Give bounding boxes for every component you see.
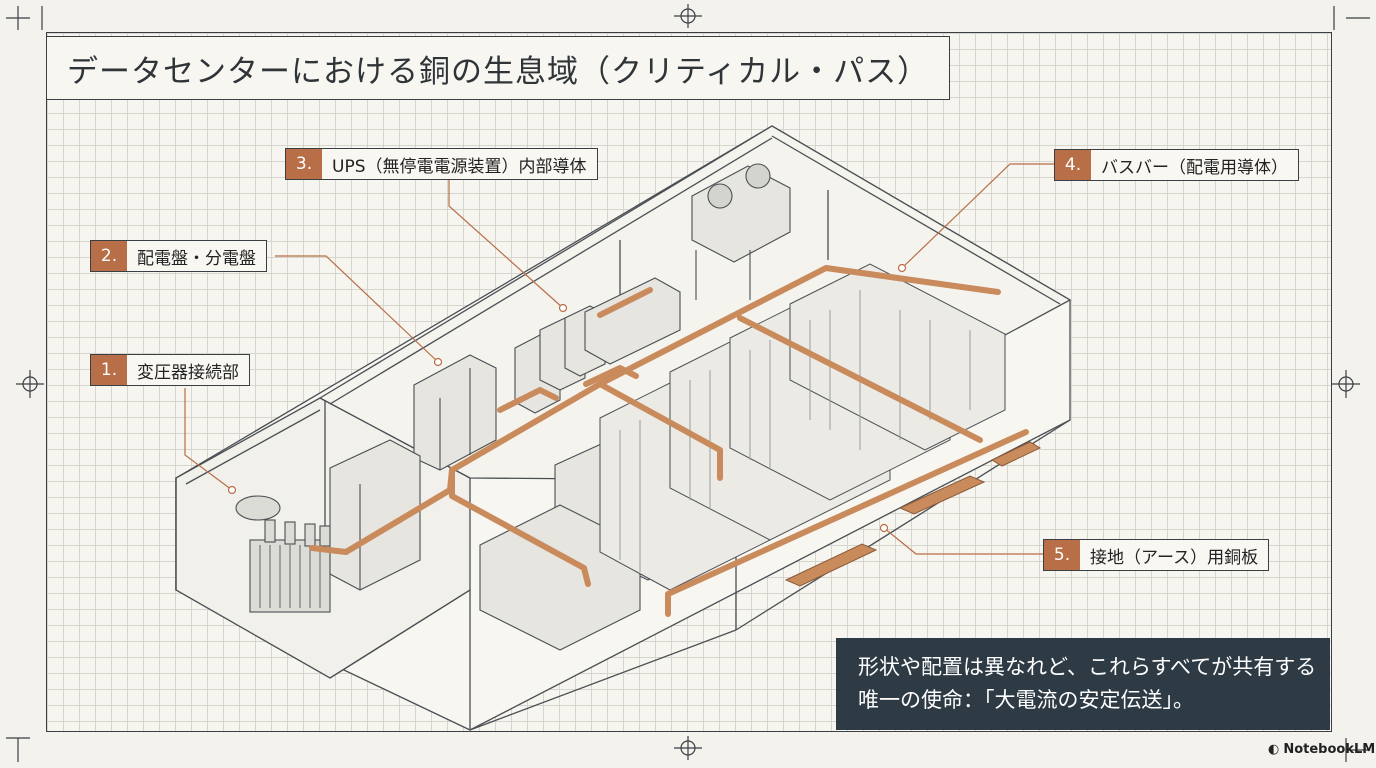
label-number: 1. <box>91 355 127 385</box>
label-number: 4. <box>1055 150 1091 180</box>
brand-watermark: ◐ NotebookLM <box>1268 742 1375 757</box>
leader-lines <box>184 163 1054 555</box>
server-racks <box>599 263 1006 591</box>
label-number: 2. <box>91 241 127 271</box>
label-text: バスバー（配電用導体） <box>1101 157 1288 178</box>
label-ground-plate: 5. 接地（アース）用銅板 <box>1043 539 1270 571</box>
caption-line-2: 唯一の使命：「大電流の安定伝送」。 <box>858 688 1194 712</box>
label-busbar: 4. バスバー（配電用導体） <box>1054 149 1299 181</box>
caption-line-1: 形状や配置は異なれど、これらすべてが共有する <box>858 655 1317 679</box>
switchgear <box>329 277 681 591</box>
label-text: UPS（無停電電源装置）内部導体 <box>332 156 587 177</box>
copper-busbars <box>309 265 1029 617</box>
label-number: 3. <box>286 149 322 179</box>
label-transformer-connection: 1. 変圧器接続部 <box>90 354 250 386</box>
notebooklm-logo-icon: ◐ <box>1268 742 1280 757</box>
transformer <box>235 495 331 613</box>
brand-name: NotebookLM <box>1283 742 1376 757</box>
label-ups-conductor: 3. UPS（無停電電源装置）内部導体 <box>285 148 598 180</box>
label-text: 配電盤・分電盤 <box>137 248 256 269</box>
registration-marks <box>6 4 1370 762</box>
label-switchboard: 2. 配電盤・分電盤 <box>90 240 267 272</box>
label-number: 5. <box>1044 540 1080 570</box>
ground-plates <box>784 441 1042 587</box>
caption-box: 形状や配置は異なれど、これらすべてが共有する 唯一の使命：「大電流の安定伝送」。 <box>836 638 1330 730</box>
label-text: 変圧器接続部 <box>137 362 239 383</box>
label-text: 接地（アース）用銅板 <box>1090 547 1259 568</box>
page-title: データセンターにおける銅の生息域（クリティカル・パス） <box>46 36 951 100</box>
